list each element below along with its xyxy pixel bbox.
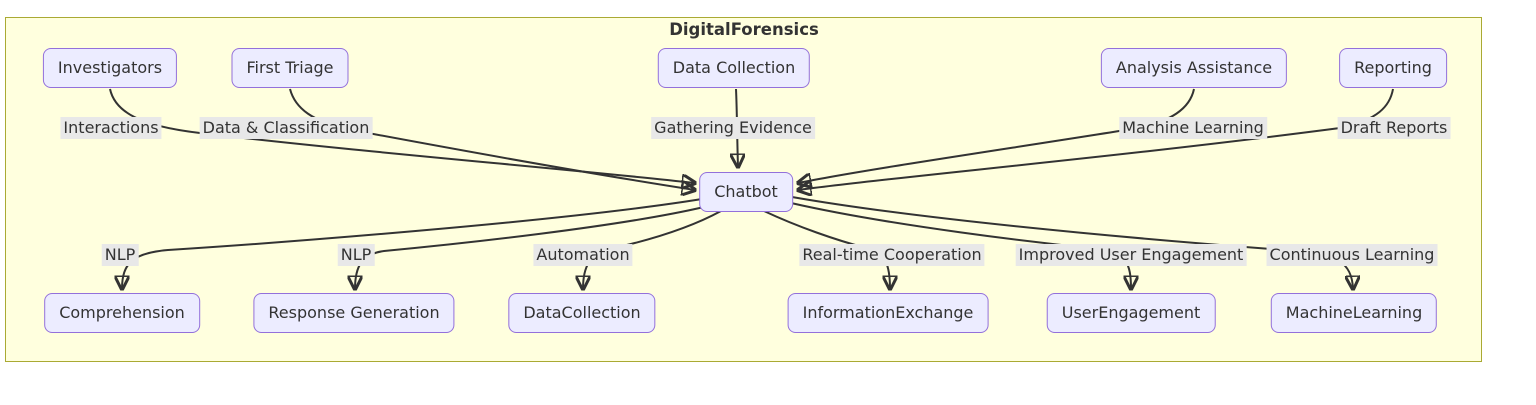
edge-label-machine-learning: Machine Learning bbox=[1119, 117, 1267, 139]
node-informationexchange: InformationExchange bbox=[787, 293, 989, 333]
edge-label-interactions: Interactions bbox=[60, 117, 162, 139]
edge-label-continuous-learning: Continuous Learning bbox=[1266, 244, 1438, 266]
node-userengagement: UserEngagement bbox=[1046, 293, 1216, 333]
edge-label-data-classification: Data & Classification bbox=[199, 117, 373, 139]
edge-label-draft-reports: Draft Reports bbox=[1337, 117, 1451, 139]
edge-label-nlp-2: NLP bbox=[337, 244, 375, 266]
node-machinelearning: MachineLearning bbox=[1270, 293, 1438, 333]
node-analysis-assistance: Analysis Assistance bbox=[1100, 48, 1288, 88]
edge-reporting-chatbot bbox=[798, 88, 1394, 190]
edge-label-realtime-cooperation: Real-time Cooperation bbox=[799, 244, 985, 266]
node-comprehension: Comprehension bbox=[44, 293, 200, 333]
edge-analysis-assistance-chatbot bbox=[798, 88, 1195, 183]
node-chatbot: Chatbot bbox=[699, 172, 793, 212]
edge-first-triage-chatbot bbox=[289, 88, 695, 190]
edge-investigators-chatbot bbox=[109, 88, 695, 183]
edge-label-improved-user-engagement: Improved User Engagement bbox=[1015, 244, 1247, 266]
node-first-triage: First Triage bbox=[231, 48, 349, 88]
node-reporting: Reporting bbox=[1339, 48, 1447, 88]
node-datacollection: DataCollection bbox=[508, 293, 656, 333]
edge-label-gathering-evidence: Gathering Evidence bbox=[651, 117, 815, 139]
edge-chatbot-machinelearning bbox=[791, 196, 1353, 289]
node-investigators: Investigators bbox=[42, 48, 178, 88]
edge-chatbot-response-generation bbox=[355, 206, 705, 289]
node-response-generation: Response Generation bbox=[253, 293, 455, 333]
edge-label-nlp-1: NLP bbox=[101, 244, 139, 266]
cluster-title: DigitalForensics bbox=[669, 20, 819, 39]
node-data-collection: Data Collection bbox=[657, 48, 811, 88]
edge-label-automation: Automation bbox=[533, 244, 633, 266]
